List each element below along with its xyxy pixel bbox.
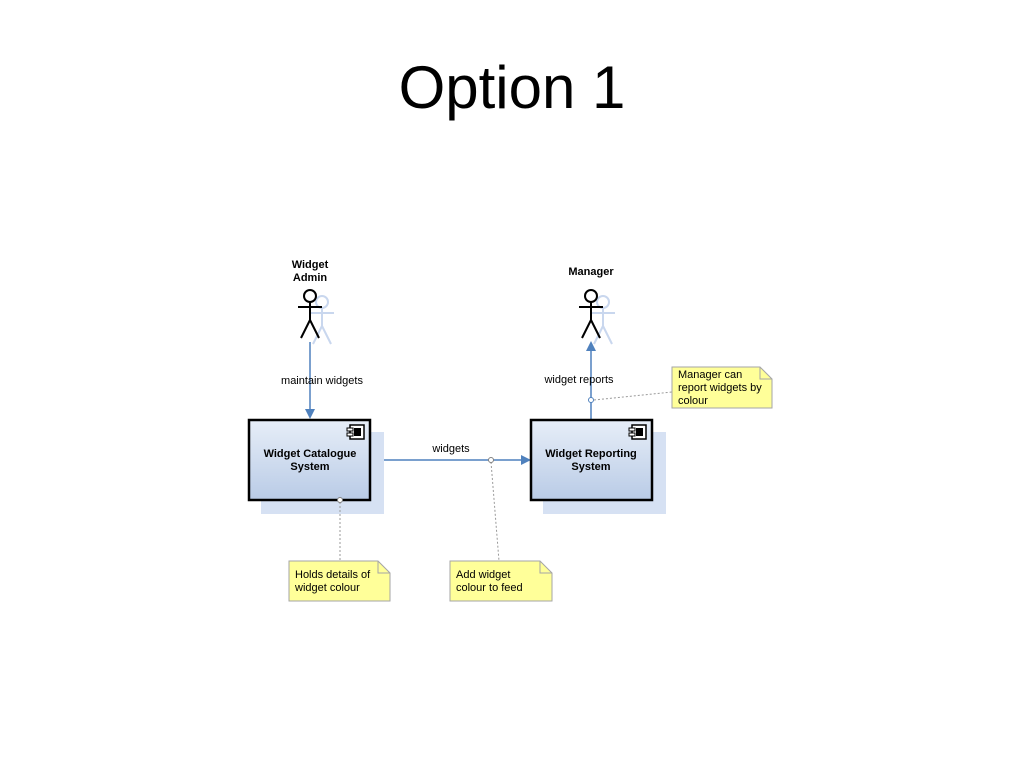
note-feed-line2: colour to feed (456, 582, 523, 594)
note-fold-icon (377, 561, 390, 574)
note-manager-line1: Manager can (678, 369, 742, 381)
component-catalogue-label-line2: System (290, 461, 329, 473)
connector-maintain-widgets[interactable]: maintain widgets (281, 342, 363, 419)
note-catalogue-line1: Holds details of (295, 569, 371, 581)
actor-widget-admin-name-line2: Admin (293, 272, 328, 284)
component-widget-catalogue-system[interactable]: Widget Catalogue System (247, 418, 384, 514)
component-widget-reporting-system[interactable]: Widget Reporting System (529, 418, 666, 514)
note-shape (671, 366, 773, 409)
note-anchor (337, 497, 343, 503)
note-feed-colour[interactable]: Add widget colour to feed (449, 560, 553, 602)
note-catalogue-line2: widget colour (294, 582, 360, 594)
component-icon (346, 424, 365, 440)
note-manager-report[interactable]: Manager can report widgets by colour (671, 366, 773, 409)
component-reporting-label-line1: Widget Reporting (545, 448, 637, 460)
component-icon (628, 424, 647, 440)
note-links (339, 391, 673, 562)
note-link-manager (593, 391, 673, 401)
connector-reports-label: widget reports (543, 374, 614, 386)
connector-feed-label: widgets (431, 443, 470, 455)
note-feed-line1: Add widget (456, 569, 510, 581)
actor-shadow-icon (591, 295, 615, 345)
note-anchor (588, 397, 594, 403)
note-manager-line2: report widgets by (678, 382, 762, 394)
connector-maintain-label: maintain widgets (281, 375, 363, 387)
stick-figure-icon (298, 289, 322, 339)
actor-widget-admin-name-line1: Widget (292, 259, 329, 271)
actor-manager[interactable]: Manager (568, 266, 615, 345)
connector-widgets-feed[interactable]: widgets (371, 443, 531, 465)
connector-widget-reports[interactable]: widget reports (543, 341, 614, 419)
note-catalogue-colour[interactable]: Holds details of widget colour (288, 560, 391, 602)
slide-title: Option 1 (398, 54, 626, 121)
arrow-down-icon (305, 409, 315, 419)
note-fold-icon (539, 561, 552, 574)
component-catalogue-label-line1: Widget Catalogue (264, 448, 357, 460)
actor-manager-name: Manager (568, 266, 614, 278)
note-shape (449, 560, 553, 602)
stick-figure-icon (579, 289, 603, 339)
note-fold-icon (759, 367, 772, 380)
arrow-up-icon (586, 341, 596, 351)
actor-shadow-icon (310, 295, 334, 345)
note-anchor (488, 457, 494, 463)
actor-widget-admin[interactable]: Widget Admin (292, 259, 334, 345)
arrow-right-icon (521, 455, 531, 465)
note-shape (288, 560, 391, 602)
component-reporting-label-line2: System (571, 461, 610, 473)
note-manager-line3: colour (678, 395, 708, 407)
note-link-feed (490, 461, 500, 562)
